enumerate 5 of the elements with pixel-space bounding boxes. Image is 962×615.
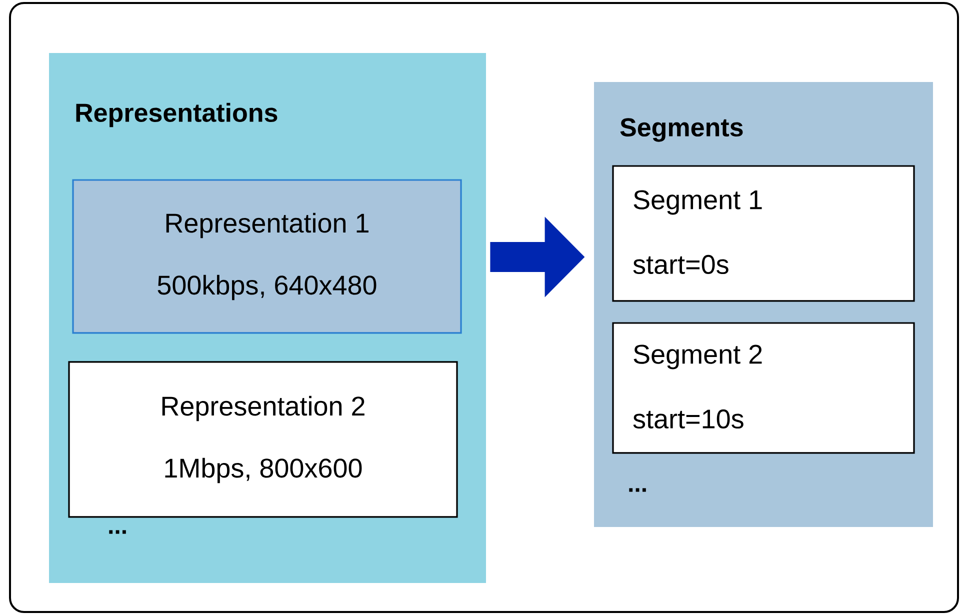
text-box: Representation 1 500kbps, 640x480 <box>72 179 462 334</box>
text-box: Segment 2 start=10s <box>612 322 915 454</box>
text-box: Representation 2 1Mbps, 800x600 <box>68 361 458 518</box>
ellipsis: ... <box>629 488 646 492</box>
text-box: Segment 1 start=0s <box>612 165 915 302</box>
